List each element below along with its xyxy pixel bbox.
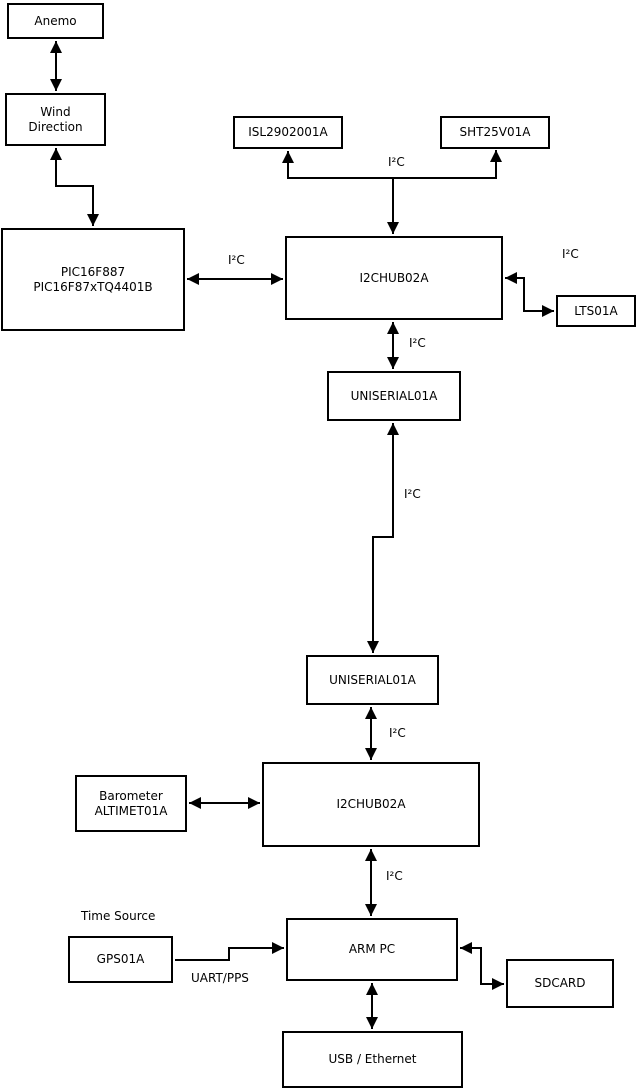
node-gps01a: GPS01A (68, 936, 173, 983)
node-i2chub02a-bottom: I2CHUB02A (262, 762, 480, 847)
connector-armpc-sdcard (460, 942, 504, 990)
edge-label-i2c-sensor-branch: I²C (388, 155, 405, 169)
node-anemo-label: Anemo (34, 13, 77, 28)
node-barometer-label-line2: ALTIMET01A (94, 803, 168, 818)
node-usb-ethernet: USB / Ethernet (282, 1031, 463, 1088)
node-arm-pc: ARM PC (286, 918, 458, 981)
node-uniserial01a-bottom-label: UNISERIAL01A (329, 672, 416, 687)
node-lts01a: LTS01A (556, 295, 636, 327)
edge-label-uart-pps: UART/PPS (191, 971, 249, 985)
node-wind-direction: Wind Direction (5, 93, 106, 146)
node-wind-direction-label-line2: Direction (28, 119, 83, 134)
node-arm-pc-label: ARM PC (348, 942, 396, 956)
edge-label-i2c-hub-uniserial: I²C (409, 336, 426, 350)
node-sht25v01a: SHT25V01A (440, 116, 550, 149)
node-isl2902001a: ISL2902001A (233, 116, 343, 149)
node-uniserial01a-bottom: UNISERIAL01A (306, 655, 439, 705)
edge-label-i2c-uniserial-hub2: I²C (389, 726, 406, 740)
connector-wind-pic (50, 148, 99, 226)
node-pic16f887-label-line1: PIC16F887 (60, 264, 126, 279)
node-sdcard-label: SDCARD (534, 976, 586, 990)
node-usb-ethernet-label: USB / Ethernet (328, 1052, 417, 1066)
edge-label-i2c-hub2-armpc: I²C (386, 869, 403, 883)
edge-label-i2c-pic-hub: I²C (228, 253, 245, 267)
node-i2chub02a-bottom-label: I2CHUB02A (336, 797, 406, 811)
connector-uniserial-link (367, 423, 399, 653)
connector-i2chub-top-lts (505, 272, 554, 317)
node-anemo: Anemo (7, 3, 104, 39)
node-i2chub02a-top: I2CHUB02A (285, 236, 503, 320)
node-lts01a-label: LTS01A (574, 303, 618, 318)
node-wind-direction-label-line1: Wind (40, 104, 71, 119)
node-barometer-label-line1: Barometer (99, 788, 163, 803)
node-uniserial01a-top-label: UNISERIAL01A (350, 388, 438, 403)
node-pic16f887-label-line2: PIC16F87xTQ4401B (33, 279, 153, 294)
edge-label-time-source: Time Source (81, 909, 156, 923)
node-pic16f887: PIC16F887 PIC16F87xTQ4401B (1, 228, 185, 331)
node-i2chub02a-top-label: I2CHUB02A (359, 270, 429, 285)
node-barometer-altimet01a: Barometer ALTIMET01A (75, 775, 187, 832)
node-gps01a-label: GPS01A (96, 952, 145, 966)
node-sht25v01a-label: SHT25V01A (459, 125, 531, 139)
node-sdcard: SDCARD (506, 959, 614, 1008)
edge-label-i2c-hub-lts: I²C (562, 247, 579, 261)
edge-label-i2c-uniserial-link: I²C (404, 487, 421, 501)
node-uniserial01a-top: UNISERIAL01A (327, 371, 461, 421)
node-isl2902001a-label: ISL2902001A (248, 125, 328, 139)
connector-gps-armpc (175, 942, 284, 961)
